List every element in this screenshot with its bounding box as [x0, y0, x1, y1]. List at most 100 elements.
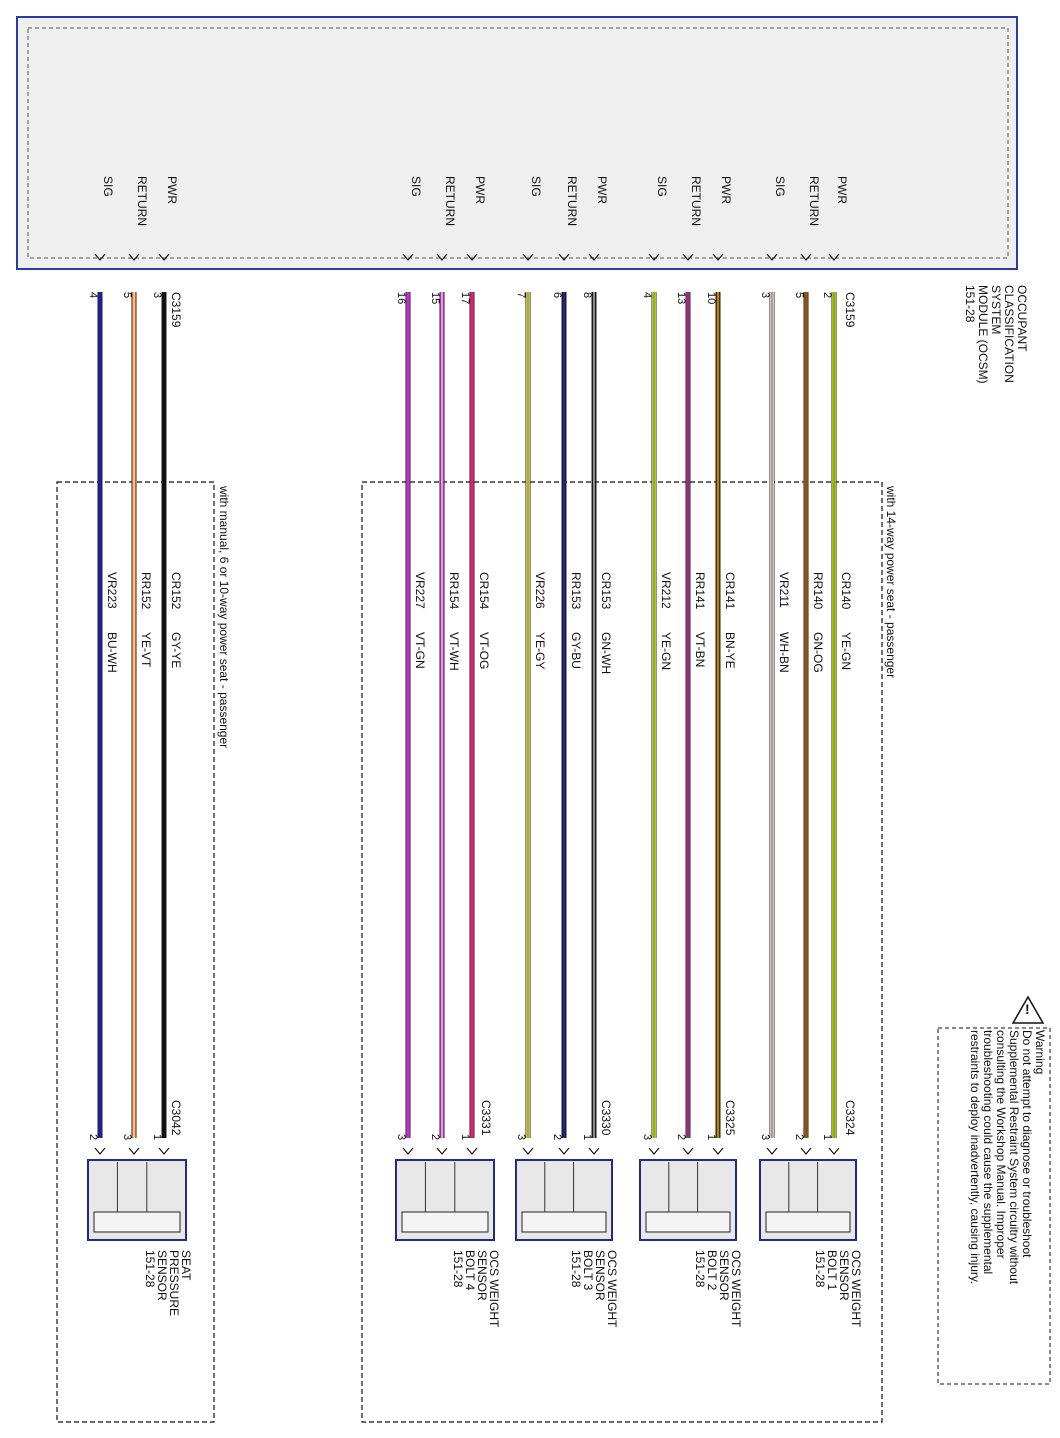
- wire-color-label: VT-BN: [693, 632, 707, 667]
- wire-circuit-label: CR152: [169, 572, 183, 610]
- wire-color-label: YE-GY: [533, 632, 547, 669]
- wire-color-label: BN-YE: [723, 632, 737, 669]
- sensor-pin-number: 1: [459, 1134, 471, 1140]
- wire-circuit-label: CR141: [723, 572, 737, 610]
- module-pin-number: 4: [87, 292, 99, 298]
- sensor-pin-number: 3: [515, 1134, 527, 1140]
- pin-arrow: [128, 1147, 140, 1155]
- wire-circuit-label: RR153: [569, 572, 583, 610]
- pin-arrow: [466, 253, 478, 261]
- sensor-pin-number: 1: [581, 1134, 593, 1140]
- pin-name-label: PWR: [595, 176, 609, 204]
- pin-name-label: PWR: [473, 176, 487, 204]
- module-pin-number: 8: [581, 292, 593, 298]
- module-pin-number: 5: [793, 292, 805, 298]
- wire-color-label: GY-BU: [569, 632, 583, 669]
- wire-circuit-label: CR153: [599, 572, 613, 610]
- svg-text:Warning Do not attempt: Warning Do not attempt to diagnose or tr…: [968, 1030, 1047, 1287]
- pin-arrow: [158, 1147, 170, 1155]
- module-pin-number: 3: [759, 292, 771, 298]
- pin-arrow: [648, 253, 660, 261]
- wire-color-label: YE-GN: [839, 632, 853, 670]
- sensor-name: OCS WEIGHTSENSORBOLT 3151-28: [569, 1250, 619, 1328]
- wire-color-label: BU-WH: [105, 632, 119, 673]
- wire-color-label: VT-GN: [413, 632, 427, 669]
- module-pin-number: 4: [641, 292, 653, 298]
- sensor-pin-number: 2: [87, 1134, 99, 1140]
- sensor-connector-label: C3324: [843, 1100, 857, 1136]
- module-ref: 151-28: [963, 285, 977, 323]
- module-pin-number: 15: [429, 292, 441, 304]
- sensor-pin-number: 3: [395, 1134, 407, 1140]
- pin-arrow: [800, 1147, 812, 1155]
- module-name-line: SYSTEM: [989, 285, 1003, 334]
- sensor-connector-label: C3325: [723, 1100, 737, 1136]
- wire-circuit-label: VR226: [533, 572, 547, 609]
- sensor-pin-number: 3: [641, 1134, 653, 1140]
- module-name-line: CLASSIFICATION: [1002, 285, 1016, 383]
- pin-arrow: [402, 253, 414, 261]
- pin-arrow: [94, 1147, 106, 1155]
- wire-color-label: VT-WH: [447, 632, 461, 671]
- sensor-plate: [401, 1211, 489, 1233]
- pin-arrow: [158, 253, 170, 261]
- pin-arrow: [402, 1147, 414, 1155]
- option-14way-box: with 14-way power seat - passenger: [361, 481, 898, 1423]
- module-connector-label: C3159: [843, 292, 857, 328]
- sensor-pin-number: 2: [551, 1134, 563, 1140]
- module-pin-number: 5: [121, 292, 133, 298]
- wire-circuit-label: VR223: [105, 572, 119, 609]
- wire-color-label: YE-VT: [139, 632, 153, 668]
- wire-color-label: GN-OG: [811, 632, 825, 673]
- pin-name-label: PWR: [835, 176, 849, 204]
- warning-box: ! Warning Do not attempt to diagnose or …: [937, 995, 1051, 1385]
- pin-name-label: SIG: [529, 176, 543, 197]
- pin-arrow: [682, 1147, 694, 1155]
- pin-arrow: [800, 253, 812, 261]
- pin-arrow: [128, 253, 140, 261]
- pin-name-label: RETURN: [443, 176, 457, 226]
- warning-triangle-icon: !: [1011, 995, 1045, 1024]
- pin-name-label: PWR: [719, 176, 733, 204]
- pin-name-label: RETURN: [689, 176, 703, 226]
- pin-arrow: [682, 253, 694, 261]
- sensor-pin-number: 1: [821, 1134, 833, 1140]
- pin-arrow: [828, 1147, 840, 1155]
- pin-arrow: [648, 1147, 660, 1155]
- sensor-name: OCS WEIGHTSENSORBOLT 1151-28: [813, 1250, 863, 1328]
- sensor-plate: [93, 1211, 181, 1233]
- sensor-pin-number: 3: [121, 1134, 133, 1140]
- pin-arrow: [522, 253, 534, 261]
- warning-line: restraints to deploy inadvertently, caus…: [968, 1030, 982, 1284]
- sensor-connector-label: C3330: [599, 1100, 613, 1136]
- warning-title: Warning: [1033, 1030, 1047, 1074]
- sensor-pin-number: 3: [759, 1134, 771, 1140]
- wire-color-label: VT-OG: [477, 632, 491, 669]
- sensor-plate: [645, 1211, 731, 1233]
- option-14way-label: with 14-way power seat - passenger: [884, 485, 898, 678]
- wire-circuit-label: VR227: [413, 572, 427, 609]
- pin-arrow: [466, 1147, 478, 1155]
- sensor-connector-label: C3331: [479, 1100, 493, 1136]
- module-pin-number: 6: [551, 292, 563, 298]
- wire-circuit-label: VR211: [777, 572, 791, 608]
- sensor-pin-number: 1: [705, 1134, 717, 1140]
- pin-name-label: PWR: [165, 176, 179, 204]
- pin-arrow: [766, 253, 778, 261]
- pin-arrow: [436, 1147, 448, 1155]
- sensor-name: OCS WEIGHTSENSORBOLT 4151-28: [451, 1250, 501, 1328]
- option-manual-label: with manual, 6 or 10-way power seat - pa…: [217, 485, 231, 748]
- module-pin-number: 7: [515, 292, 527, 298]
- pin-arrow: [558, 253, 570, 261]
- pin-arrow: [766, 1147, 778, 1155]
- pin-name-label: SIG: [655, 176, 669, 197]
- pin-name-label: SIG: [773, 176, 787, 197]
- wire-circuit-label: RR152: [139, 572, 153, 610]
- sensor-plate: [521, 1211, 607, 1233]
